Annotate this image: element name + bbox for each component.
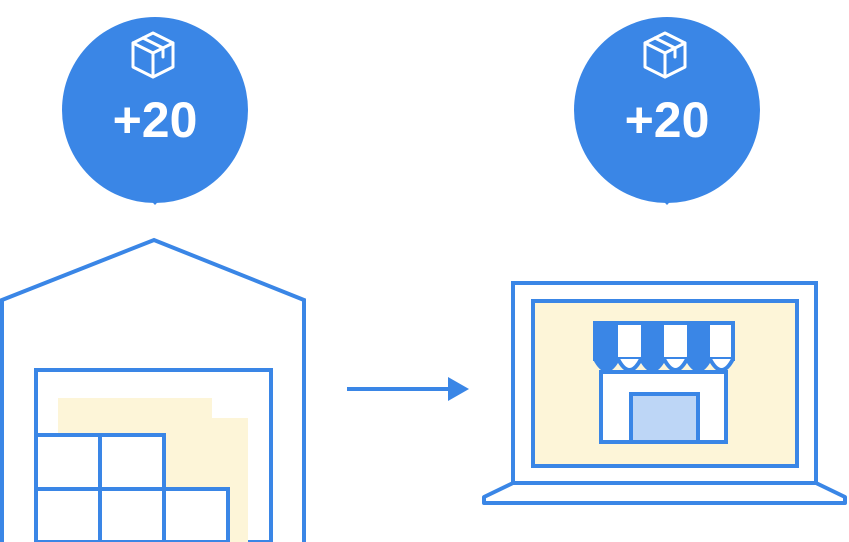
store-quantity-badge: +20 [574,17,760,205]
warehouse-icon [0,237,306,542]
warehouse-quantity-text: +20 [113,92,198,148]
storefront-icon [593,321,735,444]
laptop-storefront-icon [482,281,847,505]
package-icon [643,31,687,79]
package-icon [131,31,175,79]
warehouse-quantity-badge: +20 [62,17,248,205]
laptop-base [482,481,847,505]
arrow-right-icon [347,377,469,401]
store-quantity-text: +20 [625,92,710,148]
